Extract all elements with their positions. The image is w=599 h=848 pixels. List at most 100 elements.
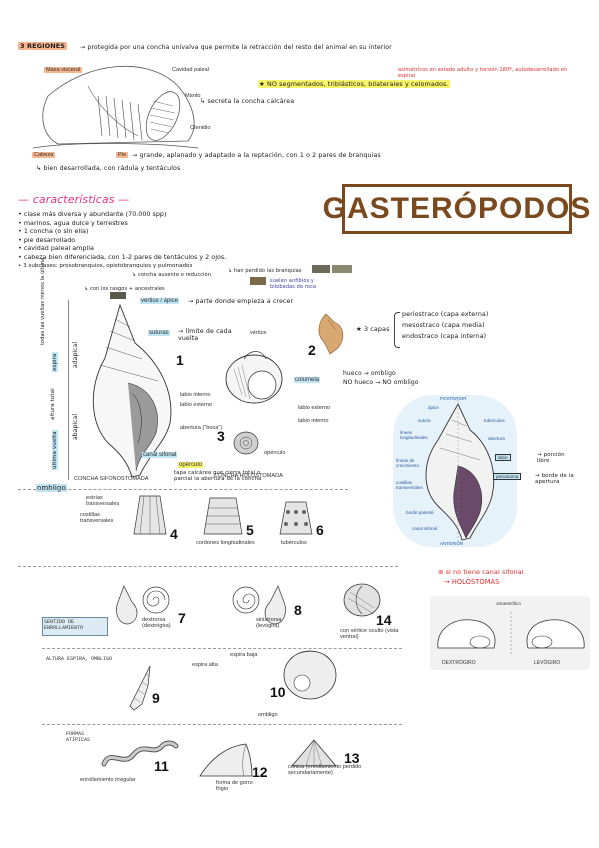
feature-item: • clase más diversa y abundante (70.000 … [18,210,167,218]
label-labio-externo: labio externo [180,402,213,408]
label-tuberculos: tubérculos [281,540,307,546]
dr-porcion-libre: → porción libre [537,452,565,464]
dr-borde-abertura: → borde de la apertura [535,473,574,485]
shell-13 [291,739,337,767]
label-conica: cónica (enrollamiento perdido secundaria… [288,764,362,776]
dr-anterior: ANTERIOR [440,541,464,546]
shell-9 [129,665,151,711]
label-espira-baja: espira baja [230,652,258,658]
asymmetric-note: asimétricos en estado adulto y torsión 1… [398,67,568,79]
abapical: abapical [72,413,79,440]
label-estrias: estrías transversales [86,495,120,507]
note-suelen: suelen anfíbios y bilobadas de roca [270,278,317,290]
label-irregular: enrollamiento irregular [80,777,136,783]
number-5: 5 [246,522,254,538]
shells-dextro-levo [437,612,585,654]
capas-bracket [394,312,400,348]
operculo-desc: tapa calcárea que cierra total o parcial… [174,470,262,483]
label-manto: Manto [185,93,201,99]
number-3: 3 [217,428,225,444]
page-title: GASTERÓPODOS [322,192,592,225]
label-dextrorsa: dextrorsa (dextrógira) [142,617,171,629]
not-segmented: ★ NO segmentados, triblásticos, bilatera… [258,80,450,88]
ornament-4 [133,495,167,535]
label-pie: Pie [116,152,129,158]
label-gorro: forma de gorro frigio [216,780,253,792]
label-dextrogiro: DEXTRÓGIRO [442,660,476,666]
label-sifonostomada: CONCHA SIFONOSTOMADA [74,476,149,482]
shell-diagram-right [425,400,495,544]
feature-item: • marinos, agua dulce y terrestres [18,218,128,227]
divider-2 [18,566,398,567]
slug-photo [250,277,266,285]
number-4: 4 [170,526,178,542]
number-10: 10 [270,684,286,700]
shell-holostomada [225,351,283,404]
number-9: 9 [152,690,160,706]
dr-borde-parietal: borde parietal [406,510,434,515]
label-operculo: opérculo [178,462,204,468]
features-list: • clase más diversa y abundante (70.000 … [18,210,226,270]
dr-labio: labio [495,454,511,461]
label-cavidad-paleal: Cavidad paleal [172,67,210,73]
dr-sutura: sutura [418,418,431,423]
label-masa-visceral: Masa visceral [44,67,83,73]
shell-vertice-oculto [343,583,381,617]
feature-item: • cabeza bien diferenciada, con 1-2 pare… [18,252,227,261]
page-title-box: GASTERÓPODOS [323,184,590,234]
label-vertice-oculto: con vértice oculto (vista ventral) [340,628,399,640]
dr-canal-sifonal: canal sifonal [412,526,438,531]
label-ortoestrofico: ortoestrófico [496,601,521,606]
divider-1 [18,489,348,490]
shell-dextrorsa [116,585,170,625]
label-suturas: suturas [148,330,170,336]
shell-12 [199,743,253,777]
label-sentido: SENTIDO DE ENROLLAMIENTO [44,619,84,631]
operculum-figure [233,431,259,455]
vertice-desc: → parte donde empieza a crecer [188,298,294,305]
number-12: 12 [252,764,268,780]
altura-total: altura total [50,388,56,420]
label-vertice-2: vértice [250,330,267,336]
shell-photo-2 [318,313,344,355]
number-14: 14 [376,612,392,628]
capa-1: periostraco (capa externa) [402,311,489,318]
dr-tuberculos: tubérculos [484,418,505,423]
shell-sinistrorsa [232,585,286,625]
number-6: 6 [316,522,324,538]
label-columela: columela [294,377,321,383]
label-holostomada: CONCHA HOLOSTOMADA [214,473,283,479]
label-costillas: costillas transversales [80,512,114,524]
dr-costillas: costillas transversales [396,480,423,490]
note-sin-branquias: ↳ han perdido las branquias [228,268,302,274]
label-operculo-2: opérculo [264,450,286,456]
number-11: 11 [154,758,169,774]
no-canal-note: ⊛ si no tiene canal sifonal [438,568,524,576]
label-levogiro: LEVÓGIRO [534,660,561,666]
shell-photo-small [110,292,126,299]
label-ombligo: ombligo [36,484,67,492]
holostomas: → HOLÓSTOMAS [444,578,500,586]
label-cordones: cordones longitudinales [196,540,255,546]
label-espira-alta: espira alta [192,662,218,668]
capa-2: mesostraco (capa media) [402,322,485,329]
ultima-vuelta: última vuelta [52,430,58,470]
dr-periostoma: periostoma [493,473,522,480]
dr-abertura: abertura [488,436,505,441]
snail-photo-2 [332,265,352,273]
ornament-6 [279,501,313,535]
no-hueco: NO hueco → NO ombligo [343,379,419,386]
label-sinistrorsa: sinistrorsa (levógira) [256,617,282,629]
divider-4 [42,724,402,725]
number-7: 7 [178,610,186,626]
shell-10 [283,650,337,700]
ornament-5 [203,497,243,535]
label-vertice-apice: vértice / ápice [140,298,180,304]
dr-apice: ápice [428,405,439,410]
shell-11 [101,740,179,767]
label-altura-espira: ALTURA ESPIRA, OMBLIGO [46,656,113,662]
label-labio-externo-2: labio externo [298,405,331,411]
number-8: 8 [294,602,302,618]
cabeza-desc: ↳ bien desarrollada, con rádula y tentác… [36,165,181,172]
label-labio-interno: labio interno [180,392,211,398]
